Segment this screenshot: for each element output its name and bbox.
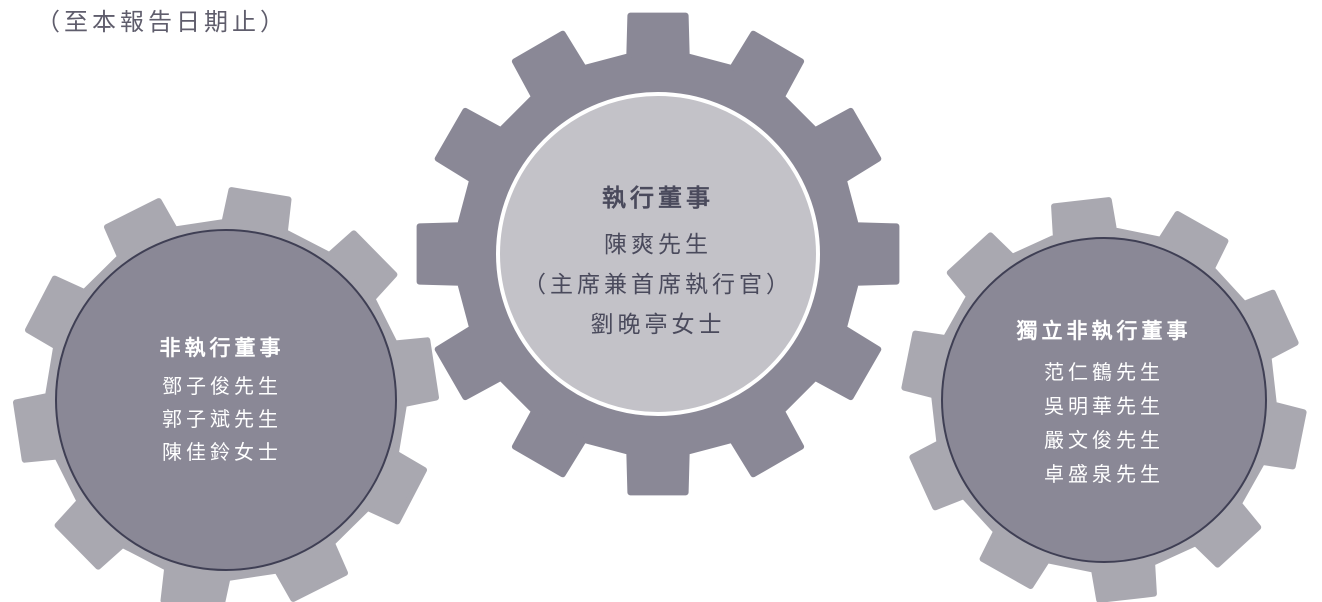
non-executive-directors-group: 非執行董事 鄧子俊先生 郭子斌先生 陳佳鈴女士: [160, 332, 285, 469]
director-role: （主席兼首席執行官）: [523, 272, 793, 298]
executive-directors-group: 執行董事 陳爽先生 （主席兼首席執行官） 劉晚亭女士: [523, 178, 793, 345]
director-name: 鄧子俊先生: [162, 374, 282, 398]
executive-title: 執行董事: [602, 184, 714, 212]
director-name: 范仁鶴先生: [1044, 360, 1164, 384]
independent-gear: [901, 197, 1307, 602]
page-subtitle: （至本報告日期止）: [36, 8, 288, 36]
director-name: 嚴文俊先生: [1044, 428, 1164, 452]
executive-gear: [416, 12, 900, 496]
independent-directors-group: 獨立非執行董事 范仁鶴先生 吳明華先生 嚴文俊先生 卓盛泉先生: [1017, 315, 1192, 491]
director-name: 吳明華先生: [1044, 394, 1164, 418]
director-name: 郭子斌先生: [162, 407, 282, 431]
independent-title: 獨立非執行董事: [1016, 319, 1192, 343]
non-executive-gear-hub: [55, 229, 397, 571]
director-name: 卓盛泉先生: [1044, 462, 1164, 486]
non-executive-title: 非執行董事: [159, 336, 285, 360]
executive-gear-hub: [496, 92, 820, 416]
director-name: 劉晚亭女士: [590, 312, 726, 338]
non-executive-gear: [13, 187, 439, 602]
director-name: 陳爽先生: [604, 232, 712, 258]
independent-gear-hub: [941, 237, 1267, 563]
director-name: 陳佳鈴女士: [162, 440, 282, 464]
